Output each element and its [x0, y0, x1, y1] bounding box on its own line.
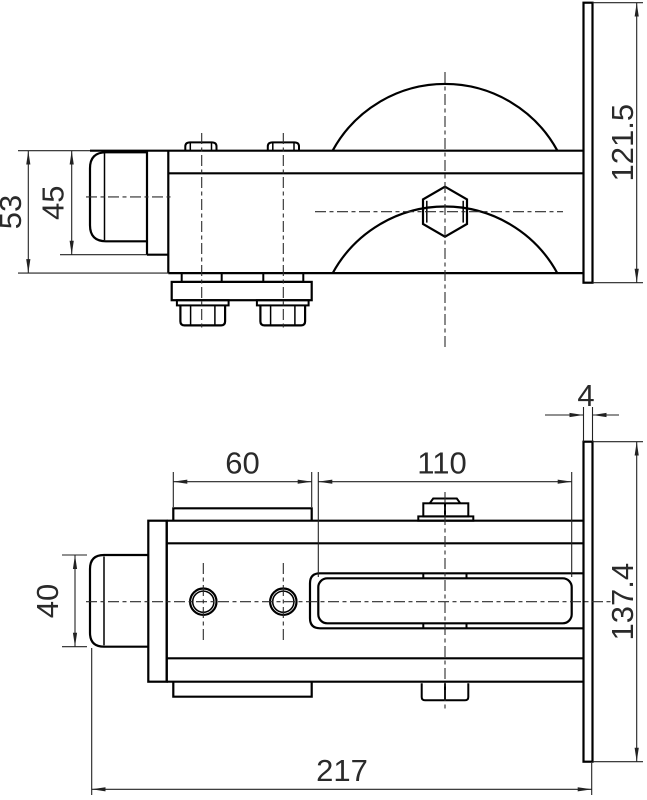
dim-110: 110: [417, 446, 466, 481]
end-plate-side: [145, 150, 169, 256]
dim-137-4: 137.4: [605, 563, 640, 641]
dim-217: 217: [316, 753, 368, 788]
clamp-assembly: [170, 273, 313, 327]
plan-view-centerlines: [86, 492, 614, 712]
dim-53: 53: [0, 195, 28, 229]
mounting-plate-side: [582, 1, 594, 284]
hex-nut-1: [179, 305, 227, 327]
slot-bolt-nut-top: [417, 497, 475, 522]
plan-view-dimensions: 4 60 110 40 137.4 217: [30, 378, 643, 795]
dim-4: 4: [577, 378, 594, 413]
plan-view: 4 60 110 40 137.4 217: [30, 378, 643, 795]
adjustment-slot: [308, 572, 584, 630]
side-view-dimensions: 53 45 121.5: [0, 2, 643, 284]
arm-body: [90, 149, 584, 275]
dim-60: 60: [225, 446, 259, 481]
side-view-centerlines: [86, 72, 563, 348]
dim-121-5: 121.5: [605, 104, 640, 182]
dim-40: 40: [30, 584, 65, 618]
dim-45: 45: [36, 185, 71, 219]
gusset-plates: [172, 507, 313, 698]
top-bolt-caps: [184, 141, 300, 151]
tube-body-plan: [165, 519, 584, 683]
end-cap-plan: [88, 553, 149, 648]
side-view: 53 45 121.5: [0, 1, 643, 348]
washer-1: [175, 299, 230, 307]
